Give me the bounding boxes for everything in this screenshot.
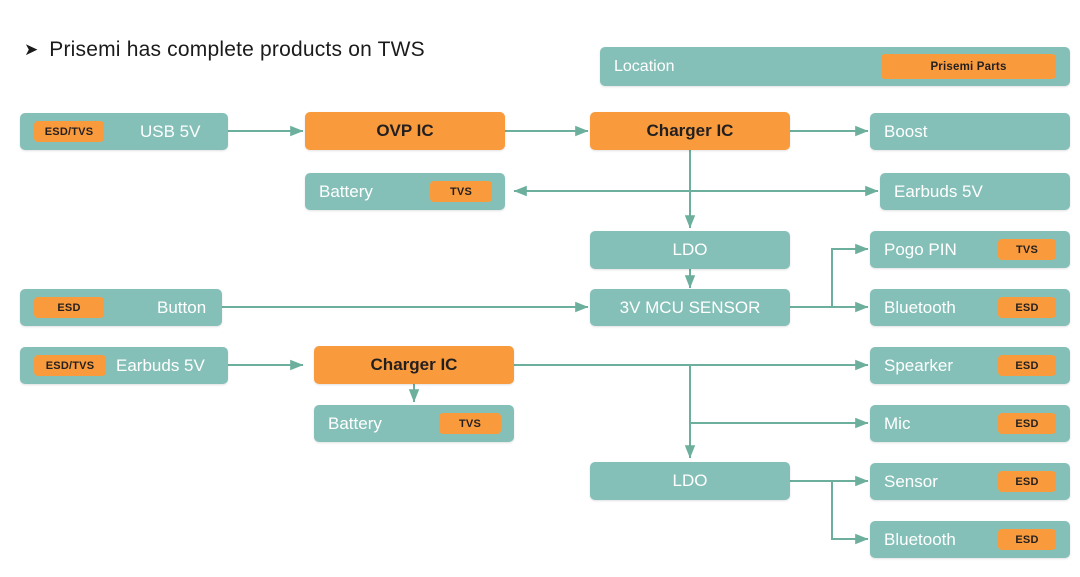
legend-location-label: Location [614,57,675,75]
block-label: 3V MCU SENSOR [619,297,761,317]
block-label: Mic [884,413,911,433]
bullet-arrow-icon: ➤ [24,39,39,59]
chip-tvs: TVS [998,239,1056,260]
block-label: Charger IC [646,121,734,140]
chip-esd-tvs: ESD/TVS [34,355,106,376]
block-label: Bluetooth [884,529,956,549]
block-battery-1[interactable]: Battery TVS [305,173,505,210]
block-ldo-2[interactable]: LDO [590,462,790,500]
block-bluetooth-2[interactable]: Bluetooth ESD [870,521,1070,558]
chip-tvs: TVS [439,413,501,434]
block-spearker[interactable]: Spearker ESD [870,347,1070,384]
block-sensor[interactable]: Sensor ESD [870,463,1070,500]
chip-esd-tvs: ESD/TVS [34,121,104,142]
block-label: Battery [319,181,373,201]
block-label: OVP IC [376,121,434,140]
block-label: LDO [672,240,708,259]
block-label: Charger IC [370,355,458,374]
block-ldo-1[interactable]: LDO [590,231,790,269]
block-label: Battery [328,413,382,433]
block-battery-2[interactable]: Battery TVS [314,405,514,442]
slide-title: ➤ Prisemi has complete products on TWS [24,38,425,62]
block-bluetooth-1[interactable]: Bluetooth ESD [870,289,1070,326]
chip-esd: ESD [998,413,1056,434]
block-earbuds-5v-right[interactable]: Earbuds 5V [880,173,1070,210]
block-label: Pogo PIN [884,239,957,259]
legend-prisemi-parts-chip: Prisemi Parts [881,54,1056,79]
chip-esd: ESD [34,297,104,318]
chip-tvs: TVS [430,181,492,202]
block-mic[interactable]: Mic ESD [870,405,1070,442]
block-label: Earbuds 5V [116,355,205,375]
block-earbuds-5v-left[interactable]: ESD/TVS Earbuds 5V [20,347,228,384]
block-label: LDO [672,471,708,490]
block-label: Bluetooth [884,297,956,317]
block-ovp-ic[interactable]: OVP IC [305,112,505,150]
block-label: Spearker [884,355,953,375]
block-button[interactable]: ESD Button [20,289,222,326]
chip-esd: ESD [998,297,1056,318]
chip-esd: ESD [998,529,1056,550]
page-title: Prisemi has complete products on TWS [49,38,425,61]
legend-bar: Location Prisemi Parts [600,47,1070,86]
block-label: Button [157,297,207,317]
block-label: Earbuds 5V [894,181,983,201]
chip-esd: ESD [998,471,1056,492]
block-pogo-pin[interactable]: Pogo PIN TVS [870,231,1070,268]
block-label: Boost [884,121,928,141]
block-label: Sensor [884,471,938,491]
chip-esd: ESD [998,355,1056,376]
block-boost[interactable]: Boost [870,113,1070,150]
block-charger-ic-2[interactable]: Charger IC [314,346,514,384]
block-charger-ic-1[interactable]: Charger IC [590,112,790,150]
block-usb-5v[interactable]: ESD/TVS USB 5V [20,113,228,150]
block-3v-mcu-sensor[interactable]: 3V MCU SENSOR [590,289,790,326]
block-label: USB 5V [140,121,201,141]
